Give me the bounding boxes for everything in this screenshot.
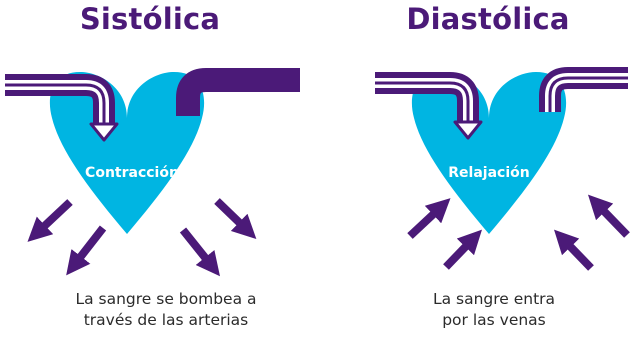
inflow-arrow-icon [554, 229, 594, 271]
inflow-arrow-icon [587, 194, 630, 238]
diastolic-caption: La sangre entra por las venas [344, 289, 640, 331]
outflow-arrow-icon [179, 227, 220, 277]
diastolic-diagram: Relajación [375, 67, 630, 271]
inflow-arrow-icon [407, 198, 451, 239]
inflow-pipe-icon [375, 72, 483, 140]
caption-line: La sangre entra [432, 290, 556, 308]
outflow-arrow-icon [214, 198, 257, 240]
diastolic-panel: Diastólica Relajación La sangre entr [330, 0, 630, 341]
caption-line: La sangre se bombea a [75, 290, 257, 308]
systolic-title: Sistólica [79, 2, 221, 36]
systolic-heart-label: Contracción [85, 165, 179, 181]
outflow-arrow-icon [66, 225, 107, 276]
systolic-caption: La sangre se bombea a través de las arte… [16, 289, 316, 331]
outflow-arrow-icon [27, 199, 73, 242]
caption-line: través de las arterias [83, 311, 249, 329]
inflow-pipe-icon [5, 74, 119, 142]
inflow-arrow-icon [443, 229, 482, 270]
caption-line: por las venas [442, 311, 546, 329]
inflow-pipe-icon [539, 67, 628, 112]
heart-shape [411, 72, 567, 234]
diastolic-title: Diastólica [406, 2, 570, 36]
systolic-panel: Sistólica Contracción La sangre se bombe… [0, 0, 300, 341]
diastolic-heart-label: Relajación [448, 165, 529, 181]
outflow-pipe-icon [176, 68, 300, 116]
systolic-diagram: Contracción [5, 68, 300, 277]
heart-shape [49, 72, 205, 234]
